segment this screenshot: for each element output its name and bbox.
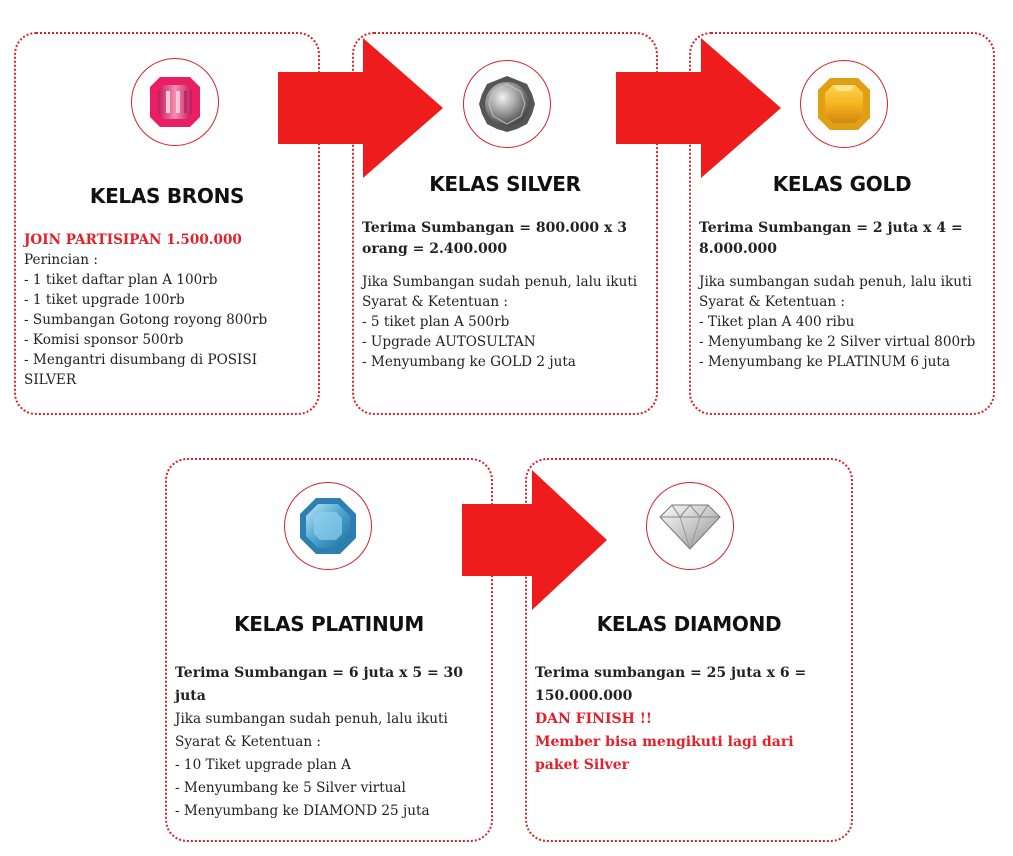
gem-frame (284, 482, 372, 570)
card-brons: KELAS BRONS JOIN PARTISIPAN 1.500.000 Pe… (14, 32, 320, 415)
card-body: Terima Sumbangan = 2 juta x 4 = 8.000.00… (699, 218, 975, 372)
card-headline: JOIN PARTISIPAN 1.500.000 (24, 232, 242, 248)
card-line: - 1 tiket daftar plan A 100rb (24, 272, 218, 288)
card-platinum: KELAS PLATINUM Terima Sumbangan = 6 juta… (165, 458, 493, 842)
card-line: - 10 Tiket upgrade plan A (175, 757, 351, 773)
card-line: Jika Sumbangan sudah penuh, lalu ikuti (362, 274, 638, 290)
card-finish-line: DAN FINISH !! (535, 711, 653, 727)
card-body: Terima sumbangan = 25 juta x 6 = 150.000… (535, 662, 806, 777)
card-body: Terima Sumbangan = 6 juta x 5 = 30 juta … (175, 662, 463, 823)
card-line: Jika sumbangan sudah penuh, lalu ikuti (699, 274, 972, 290)
gem-frame (463, 60, 551, 148)
gem-frame (800, 60, 888, 148)
card-headline: Terima sumbangan = 25 juta x 6 = (535, 665, 807, 681)
gem-frame (646, 482, 734, 570)
card-body: Terima Sumbangan = 800.000 x 3 orang = 2… (362, 218, 637, 372)
card-line: - Sumbangan Gotong royong 800rb (24, 312, 268, 328)
card-finish-line: Member bisa mengikuti lagi dari (535, 734, 794, 750)
card-diamond: KELAS DIAMOND Terima sumbangan = 25 juta… (525, 458, 853, 842)
card-line: Syarat & Ketentuan : (362, 294, 508, 310)
card-title: KELAS DIAMOND (596, 612, 782, 636)
card-line: - Tiket plan A 400 ribu (699, 314, 855, 330)
card-line: Syarat & Ketentuan : (699, 294, 845, 310)
arrow-right-icon (278, 38, 443, 178)
card-finish-line: paket Silver (535, 757, 629, 773)
card-line: - 1 tiket upgrade 100rb (24, 292, 185, 308)
card-silver: KELAS SILVER Terima Sumbangan = 800.000 … (352, 32, 658, 415)
card-line: - 5 tiket plan A 500rb (362, 314, 510, 330)
card-line: - Mengantri disumbang di POSISI (24, 352, 258, 368)
spacer (699, 260, 975, 272)
card-line: Jika sumbangan sudah penuh, lalu ikuti (175, 711, 448, 727)
card-line: - Menyumbang ke GOLD 2 juta (362, 354, 576, 370)
card-headline: Terima Sumbangan = 2 juta x 4 = (699, 220, 963, 236)
card-line: - Upgrade AUTOSULTAN (362, 334, 536, 350)
gold-gem-icon (818, 78, 870, 130)
blue-gem-icon (300, 498, 356, 554)
card-title: KELAS SILVER (429, 172, 581, 196)
card-headline: juta (175, 688, 206, 704)
card-line: - Menyumbang ke DIAMOND 25 juta (175, 803, 430, 819)
card-line: - Menyumbang ke 2 Silver virtual 800rb (699, 334, 976, 350)
spacer (362, 260, 637, 272)
card-headline: 8.000.000 (699, 241, 777, 257)
card-title: KELAS BRONS (89, 184, 245, 208)
card-headline: orang = 2.400.000 (362, 241, 508, 257)
card-line: Perincian : (24, 252, 98, 268)
card-headline: 150.000.000 (535, 688, 633, 704)
card-line: - Menyumbang ke 5 Silver virtual (175, 780, 406, 796)
arrow-right-icon (616, 38, 781, 178)
card-line: SILVER (24, 372, 77, 388)
diamond-icon (659, 504, 721, 551)
card-body: JOIN PARTISIPAN 1.500.000 Perincian : - … (24, 230, 267, 390)
silver-gem-icon (479, 76, 535, 132)
gem-frame (131, 58, 219, 146)
card-headline: Terima Sumbangan = 6 juta x 5 = 30 (175, 665, 464, 681)
card-title: KELAS GOLD (772, 172, 912, 196)
card-title: KELAS PLATINUM (234, 612, 424, 636)
arrow-right-icon (462, 470, 607, 610)
pink-gem-icon (150, 77, 200, 127)
card-line: - Komisi sponsor 500rb (24, 332, 184, 348)
card-line: - Menyumbang ke PLATINUM 6 juta (699, 354, 950, 370)
card-headline: Terima Sumbangan = 800.000 x 3 (362, 220, 627, 236)
card-line: Syarat & Ketentuan : (175, 734, 321, 750)
